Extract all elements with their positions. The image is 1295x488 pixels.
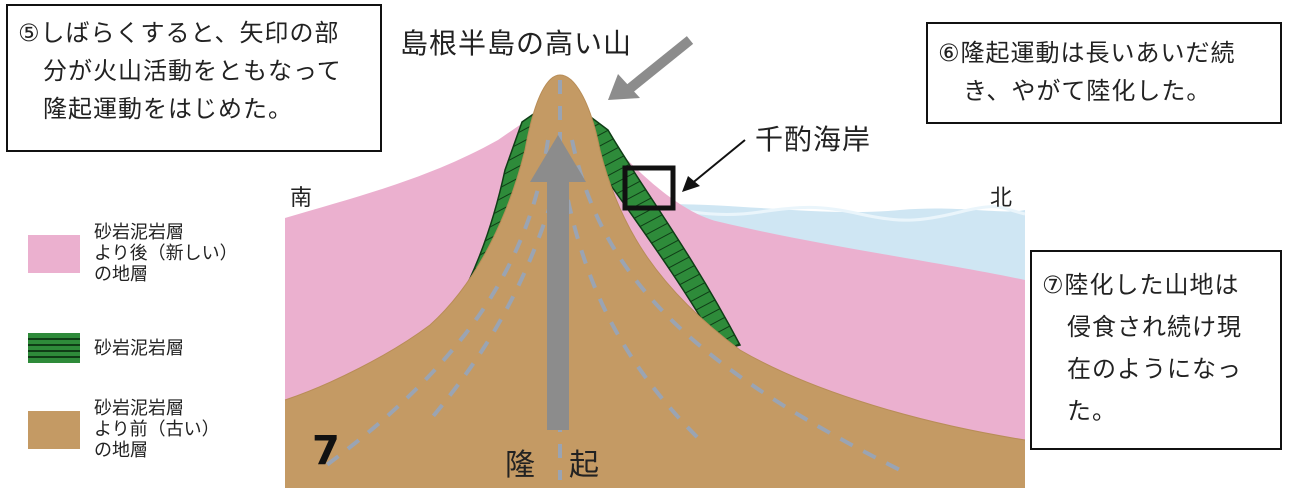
brown-layer bbox=[285, 75, 1025, 488]
legend-swatch-brown bbox=[28, 410, 80, 449]
senzaki-marker-box bbox=[622, 165, 676, 211]
south-label: 南 bbox=[290, 186, 313, 211]
senzaki-pointer bbox=[682, 139, 746, 192]
legend-item-sandstone: 砂岩泥岩層 bbox=[28, 333, 184, 363]
caption-step7: ⑦陸化した山地は 侵食され続け現 在のようになっ た。 bbox=[1030, 250, 1282, 450]
magma-paths bbox=[318, 80, 901, 480]
legend-label-older: 砂岩泥岩層 より前（古い） の地層 bbox=[94, 398, 220, 461]
caption-step7-line2: 侵食され続け現 bbox=[1042, 313, 1242, 341]
step-number: 7 bbox=[312, 428, 340, 474]
diagram-title: 島根半島の高い山 bbox=[400, 27, 633, 60]
uplift-arrow bbox=[530, 135, 586, 430]
caption-step7-line3: 在のようになっ bbox=[1042, 355, 1242, 383]
legend-item-older: 砂岩泥岩層 より前（古い） の地層 bbox=[28, 398, 220, 461]
caption-step5-line3: 隆起運動をはじめた。 bbox=[18, 95, 293, 123]
caption-step6-line2: き、やがて陸化した。 bbox=[938, 77, 1212, 105]
caption-step5-line2: 分が火山活動をともなって bbox=[18, 57, 342, 85]
brown-outline bbox=[284, 74, 1026, 441]
green-layer-right bbox=[590, 116, 742, 351]
legend-item-newer: 砂岩泥岩層 より後（新しい） の地層 bbox=[28, 222, 238, 285]
legend-swatch-green bbox=[28, 333, 80, 363]
caption-step6-line1: ⑥隆起運動は長いあいだ続 bbox=[938, 39, 1236, 67]
north-label: 北 bbox=[990, 186, 1013, 211]
legend-label-sandstone: 砂岩泥岩層 bbox=[94, 337, 184, 359]
caption-step6: ⑥隆起運動は長いあいだ続 き、やがて陸化した。 bbox=[926, 22, 1282, 124]
caption-step7-line1: ⑦陸化した山地は bbox=[1042, 271, 1240, 299]
caption-step5-line1: ⑤しばらくすると、矢印の部 bbox=[18, 19, 340, 47]
caption-step7-line4: た。 bbox=[1042, 397, 1117, 425]
sea-surface bbox=[654, 204, 1026, 222]
peak-pointer-arrow bbox=[608, 36, 694, 100]
legend-swatch-pink bbox=[28, 234, 80, 273]
legend-label-newer: 砂岩泥岩層 より後（新しい） の地層 bbox=[94, 222, 238, 285]
uplift-label: 隆 起 bbox=[505, 448, 601, 483]
caption-step5: ⑤しばらくすると、矢印の部 分が火山活動をともなって 隆起運動をはじめた。 bbox=[6, 4, 382, 152]
senzaki-label: 千酌海岸 bbox=[755, 123, 872, 156]
